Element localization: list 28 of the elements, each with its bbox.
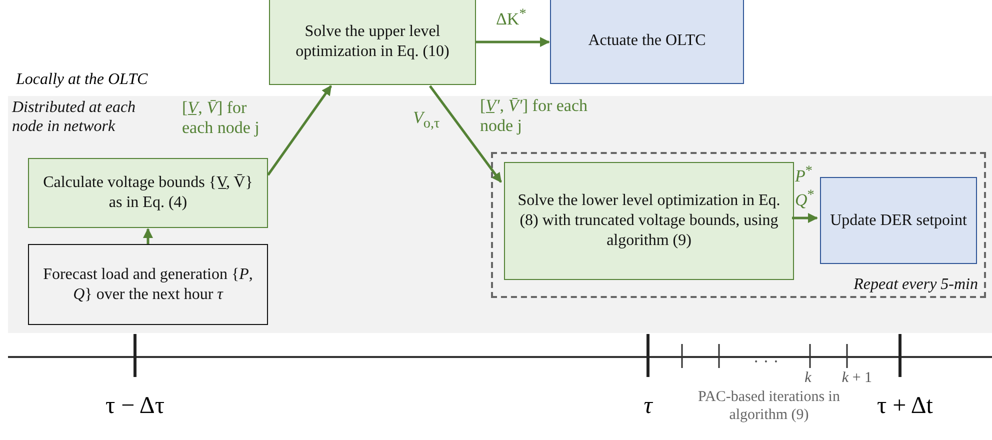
note: PAC-based iterations in algorithm (9) (697, 388, 841, 424)
edge-label: ΔK$^{*}$ (496, 6, 528, 30)
arrow (266, 85, 332, 176)
region-label: Locally at the OLTC (16, 70, 149, 90)
process-box: Update DER setpoint (820, 177, 977, 264)
arrow (476, 37, 550, 47)
arrow (792, 213, 818, 223)
process-box: Calculate voltage bounds {V̲, V̄} as in Eq. (4) (28, 158, 268, 228)
tick-label: k (804, 369, 812, 387)
time-label: τ − Δτ (104, 392, 166, 421)
arrow (429, 85, 502, 183)
line-label: [V̲′, V̄′] for each node j (480, 96, 589, 137)
process-box: Actuate the OLTC (550, 0, 744, 84)
edge-label: [V̲, V̄] for each node j (182, 98, 260, 139)
time-label: τ + Δt (876, 392, 934, 421)
region-band (8, 96, 992, 333)
tick-label: k + 1 (840, 369, 874, 387)
process-box: Solve the lower level optimization in Eq. (8) with truncated voltage bounds, using algorithm (9) (504, 162, 794, 280)
group-title: Repeat every 5-min (854, 274, 978, 294)
edge-label: P$^{*}$ Q$^{*}$ (795, 163, 816, 212)
group-title: Distributed at each node in network (12, 98, 137, 136)
process-box: Solve the upper level optimization in Eq. (10) (269, 0, 476, 85)
arrow (143, 228, 153, 244)
ellipsis: · · · (752, 352, 780, 372)
process-box: Forecast load and generation {P, Q} over the next hour τ (28, 244, 268, 325)
edge-label: V$_{o,τ}$ (413, 108, 441, 132)
repeat-group (491, 152, 986, 298)
time-label: τ (642, 392, 654, 421)
